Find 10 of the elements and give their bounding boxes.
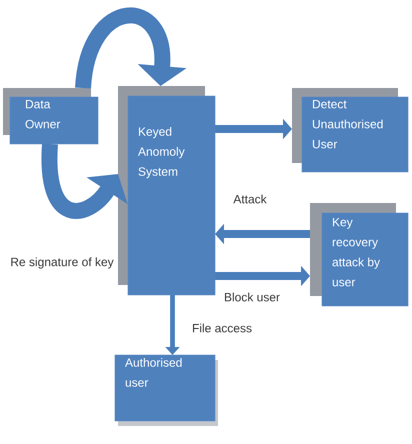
process-box: Key recovery attack by user — [310, 203, 408, 306]
edge-label: Attack — [232, 193, 268, 205]
label: Re signature of key — [11, 257, 114, 269]
process-box: Keyed Anomoly System — [118, 86, 216, 296]
arrow — [75, 8, 187, 90]
process-box: Authorised user — [114, 354, 218, 426]
process-box: Data Owner — [3, 88, 98, 144]
process-box: Detect Unauthorised User — [292, 88, 408, 172]
edge-label: Block user — [222, 291, 282, 303]
edge-label: File access — [190, 322, 254, 334]
